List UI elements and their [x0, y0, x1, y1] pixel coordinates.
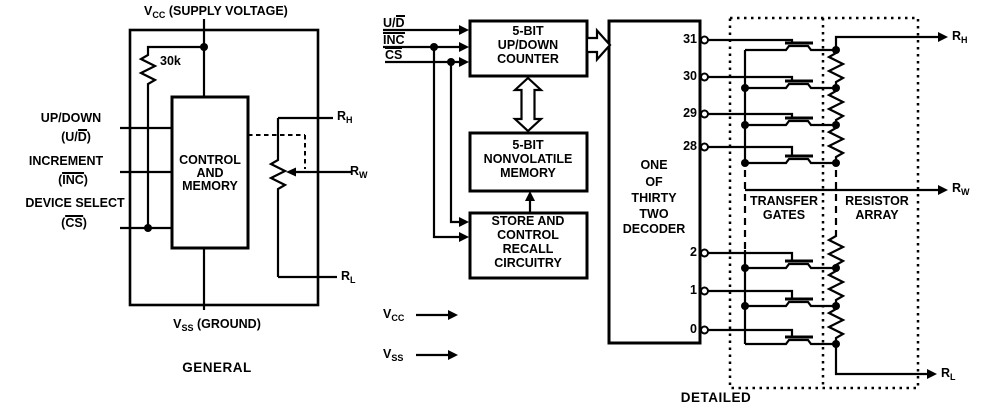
- resistor-array-label-line1: RESISTOR: [845, 194, 909, 208]
- general-junctions: [144, 43, 296, 232]
- decoder-block-line2: OF: [645, 175, 663, 189]
- memory-block-line3: MEMORY: [500, 166, 556, 180]
- detailed-vss-label: VSS: [383, 347, 404, 363]
- vss-ground-label: VSS (GROUND): [173, 317, 261, 333]
- rl-out-wire: [834, 344, 927, 376]
- memory-block-line2: NONVOLATILE: [483, 152, 573, 166]
- counter-block-line1: 5-BIT: [512, 24, 544, 38]
- inc-signal-label: INC: [383, 32, 405, 47]
- store-block-line1: STORE AND: [491, 214, 565, 228]
- wiper-control-dashed-link: [248, 134, 306, 169]
- transfer-gate-channels: [745, 44, 836, 346]
- counter-block-line3: COUNTER: [497, 52, 559, 66]
- control-block-line1: CONTROL: [179, 153, 241, 167]
- detailed-rh-label: RH: [952, 29, 968, 45]
- transfer-gate-bars: [785, 41, 813, 339]
- decoder-pin-0: 0: [690, 322, 697, 336]
- general-diagram: [120, 19, 352, 310]
- transfer-gates-label-line2: GATES: [762, 208, 806, 222]
- junction-dot: [144, 224, 152, 232]
- bus-arrows: [512, 27, 612, 133]
- increment-pin-label: (INC): [58, 172, 88, 187]
- general-rw-label: RW: [350, 164, 368, 180]
- updown-label: UP/DOWN: [40, 111, 102, 125]
- device-select-pin-label: (CS): [61, 215, 87, 230]
- decoder-block: [607, 19, 702, 345]
- decoder-pin-30: 30: [683, 69, 697, 83]
- decoder-output-wires: [708, 38, 794, 337]
- pullup-resistor-symbol: [138, 45, 204, 228]
- memory-block: [468, 131, 589, 193]
- memory-block-line1: 5-BIT: [512, 138, 544, 152]
- transfer-gates-label-line1: TRANSFER: [749, 194, 819, 208]
- cs-signal-label: CS: [385, 47, 403, 62]
- device-select-label: DEVICE SELECT: [25, 196, 125, 210]
- counter-memory-bidir-arrow: [512, 76, 544, 133]
- ud-signal-label: U/D: [383, 15, 405, 30]
- general-outer-box: [128, 28, 320, 307]
- resistor-array-label-line2: ARRAY: [855, 208, 899, 222]
- decoder-pin-28: 28: [683, 139, 697, 153]
- decoder-pin-circles: [700, 35, 709, 335]
- potentiometer-symbol: [268, 118, 288, 277]
- decoder-block-line1: ONE: [640, 158, 668, 172]
- detailed-rw-label: RW: [952, 181, 970, 197]
- detailed-vcc-label: VCC: [383, 307, 405, 323]
- decoder-block-line3: THIRTY: [631, 191, 677, 205]
- store-block-line4: CIRCUITRY: [494, 256, 562, 270]
- junction-dot: [200, 43, 208, 51]
- counter-block-line2: UP/DOWN: [497, 38, 559, 52]
- arrowheads-and-dots: [430, 25, 948, 379]
- counter-to-decoder-bus-arrow: [585, 27, 612, 63]
- decoder-pin-2: 2: [690, 245, 697, 259]
- cs-branch-wire: [449, 62, 459, 224]
- store-recall-block: [468, 211, 589, 280]
- decoder-pin-31: 31: [683, 32, 697, 46]
- resistor-array-chain: [826, 50, 846, 344]
- general-rh-label: RH: [337, 109, 353, 125]
- inc-branch-wire: [432, 47, 459, 239]
- dashed-region-box: [728, 16, 920, 390]
- control-block-line2: AND: [196, 166, 224, 180]
- wiper-arrowhead: [286, 167, 296, 177]
- rh-out-wire: [834, 35, 938, 50]
- pullup-value-label: 30k: [160, 54, 181, 68]
- decoder-block-line5: DECODER: [622, 222, 686, 236]
- vcc-supply-label: VCC (SUPPLY VOLTAGE): [144, 4, 288, 20]
- control-block-line3: MEMORY: [182, 179, 238, 193]
- general-rl-label: RL: [341, 269, 356, 285]
- store-block-line3: RECALL: [502, 242, 554, 256]
- detailed-caption: DETAILED: [680, 390, 752, 405]
- general-caption: GENERAL: [182, 360, 252, 375]
- decoder-block-line4: TWO: [639, 207, 669, 221]
- detailed-diagram: [383, 16, 938, 390]
- increment-label: INCREMENT: [28, 154, 104, 168]
- store-block-line2: CONTROL: [497, 228, 559, 242]
- updown-pin-label: (U/D): [61, 129, 91, 144]
- decoder-pin-29: 29: [683, 106, 697, 120]
- detailed-rl-label: RL: [941, 366, 956, 382]
- decoder-pin-1: 1: [690, 283, 697, 297]
